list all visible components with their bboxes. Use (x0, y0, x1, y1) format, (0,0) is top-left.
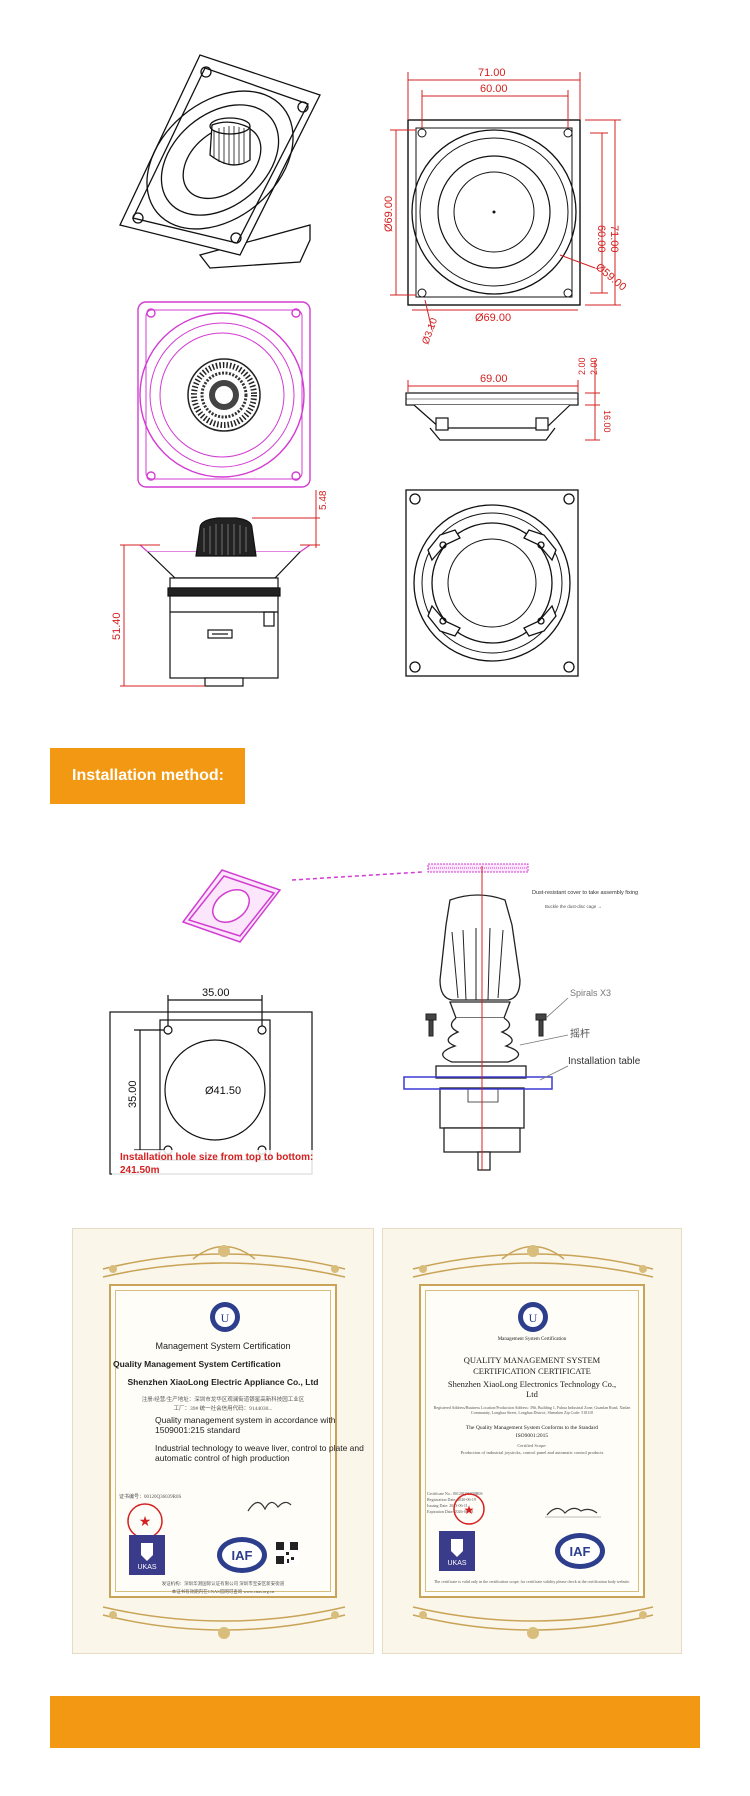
cert-left-scope: Industrial technology to weave liver, co… (155, 1443, 364, 1463)
cert-right-address: Registered Address/Business Location/Pro… (433, 1405, 631, 1415)
cert-left-cert-no: 证书编号：00120Q36039R0S (119, 1495, 182, 1500)
cert-left-address2: 工厂：39# 统一社会信用代码：9144030... (173, 1406, 273, 1412)
cert-left-subtitle: Quality Management System Certification (113, 1359, 281, 1369)
side-view (405, 392, 579, 441)
hole-size-note: Installation hole size from top to botto… (120, 1152, 314, 1176)
knob-iso (209, 117, 251, 166)
dust-cover (427, 863, 529, 873)
cert-right-signature-icon (545, 1507, 601, 1518)
ukas-text: UKAS (137, 1564, 156, 1571)
cert-right-scope: Production of industrial joysticks, cont… (460, 1450, 604, 1455)
svg-text:U: U (529, 1311, 538, 1325)
cert-right-ukas-badge-icon: UKAS (439, 1531, 475, 1571)
installation-diagram: Dust-resistant cover to take assembly fi… (109, 863, 641, 1184)
certificate-left: U Management System Certification Qualit… (72, 1228, 374, 1654)
dim-width-outer: 71.00 (478, 67, 506, 79)
cover-note: Dust-resistant cover to take assembly fi… (532, 890, 638, 896)
cert-right-cert-no: Certificate No.: 00120Q36039R0S (427, 1491, 483, 1496)
certificate-right: U Management System Certification QUALIT… (382, 1228, 682, 1654)
dim-right-inner: 60.00 (595, 225, 607, 253)
dim-width-inner: 60.00 (480, 83, 508, 95)
technical-drawings: 71.00 60.00 Ø69.00 60.00 71.00 Ø59.00 Ø6… (111, 54, 628, 687)
dim-total-height: 51.40 (111, 612, 123, 640)
dim-hole: Ø41.50 (205, 1085, 241, 1097)
installation-banner: Installation method: (50, 748, 245, 804)
svg-text:U: U (221, 1311, 230, 1325)
dim-left-height: Ø69.00 (383, 196, 395, 232)
signature-icon (247, 1501, 292, 1512)
top-view-dimensioned: 71.00 60.00 Ø69.00 60.00 71.00 Ø59.00 Ø6… (383, 67, 628, 346)
cert-right-company: Shenzhen XiaoLong Electronics Technology… (447, 1379, 617, 1399)
qr-code-icon (275, 1541, 299, 1565)
bottom-view (405, 489, 579, 677)
cert-left-address: 注册/经营/生产地址：深圳市龙华区观澜街道银星高新科技园工业区 (141, 1397, 305, 1403)
cert-right-logo-icon: U (518, 1302, 548, 1332)
cert-right-conform: The Quality Management System Conforms t… (465, 1425, 599, 1431)
table-label: Installation table (568, 1056, 641, 1067)
cert-right-header: Management System Certification (497, 1337, 567, 1342)
ornament-right (412, 1245, 654, 1639)
dim-diag-diameter: Ø59.00 (593, 261, 628, 293)
knob-top-view (187, 358, 261, 432)
isometric-view (119, 54, 321, 269)
dim-hole-diameter: Ø3.10 (420, 316, 440, 346)
dim-35-left: 35.00 (127, 1080, 139, 1108)
spirals-label: Spirals X3 (570, 988, 611, 998)
dim-right-outer: 71.00 (608, 225, 620, 253)
dim-knob-height: 5.48 (318, 490, 329, 510)
cert-right-issue-date: Issuing Date: 2023-06-11 (427, 1503, 468, 1508)
cover-plate (181, 869, 423, 943)
cover-note-2: Buckle the dust-disc cage → (545, 904, 602, 909)
svg-text:★: ★ (139, 1513, 152, 1529)
svg-text:★: ★ (464, 1503, 475, 1517)
rocker-label: 摇杆 (570, 1027, 590, 1040)
cert-right-footer: The certificate is valid only in the cer… (433, 1579, 631, 1584)
cert-right-iaf-text: IAF (570, 1544, 591, 1559)
cert-right-expiry-date: Expiration Date: 2026-06-18 (427, 1509, 474, 1514)
dim-side-width: 69.00 (480, 373, 508, 385)
cert-left-footer1: 发证机构：深圳华测国际认证有限公司 深圳市宝安区新安街道 (161, 1581, 285, 1586)
dim-side-h2: 2.00 (589, 357, 599, 375)
screws (425, 1013, 547, 1037)
ornament-left (102, 1245, 346, 1639)
iaf-text: IAF (232, 1548, 253, 1563)
ukas-badge-icon: UKAS (129, 1535, 165, 1575)
cert-left-company: Shenzhen XiaoLong Electric Appliance Co.… (127, 1377, 319, 1387)
cert-right-scope-label: Certified Scope: (517, 1443, 547, 1448)
cert-right-title1: QUALITY MANAGEMENT SYSTEM (463, 1355, 601, 1365)
bottom-orange-bar (50, 1696, 700, 1748)
top-view-magenta (137, 301, 311, 488)
cutout-drawing (109, 995, 313, 1175)
dim-side-h3: 16.00 (602, 410, 612, 433)
cert-right-standard: ISO9001:2015 (515, 1433, 549, 1439)
dim-bottom-diameter: Ø69.00 (475, 312, 511, 324)
cert-logo-icon: U (210, 1302, 240, 1332)
front-elevation (139, 517, 311, 687)
cert-right-iaf-badge-icon: IAF (555, 1533, 605, 1569)
cert-right-ukas-text: UKAS (447, 1560, 466, 1567)
cert-left-standard: Quality management system in accordance … (155, 1415, 336, 1435)
installation-banner-label: Installation method: (72, 767, 224, 784)
cert-right-red-seal-icon: ★ (453, 1493, 485, 1525)
cert-right-reg-date: Registration Date: 2020-06-19 (427, 1497, 476, 1502)
cert-left-title: Management System Certification (155, 1341, 291, 1351)
joystick-side (435, 894, 527, 1171)
install-table-outline (403, 1076, 553, 1090)
cert-left-footer2: 本证书有效期内在CNAS官网可查询 www.cnas.org.cn (171, 1589, 275, 1594)
dim-35-top: 35.00 (202, 987, 230, 999)
dim-side-h1: 2.00 (577, 357, 587, 375)
iaf-badge-icon: IAF (217, 1537, 267, 1573)
cert-right-title2: CERTIFICATION CERTIFICATE (473, 1366, 591, 1376)
